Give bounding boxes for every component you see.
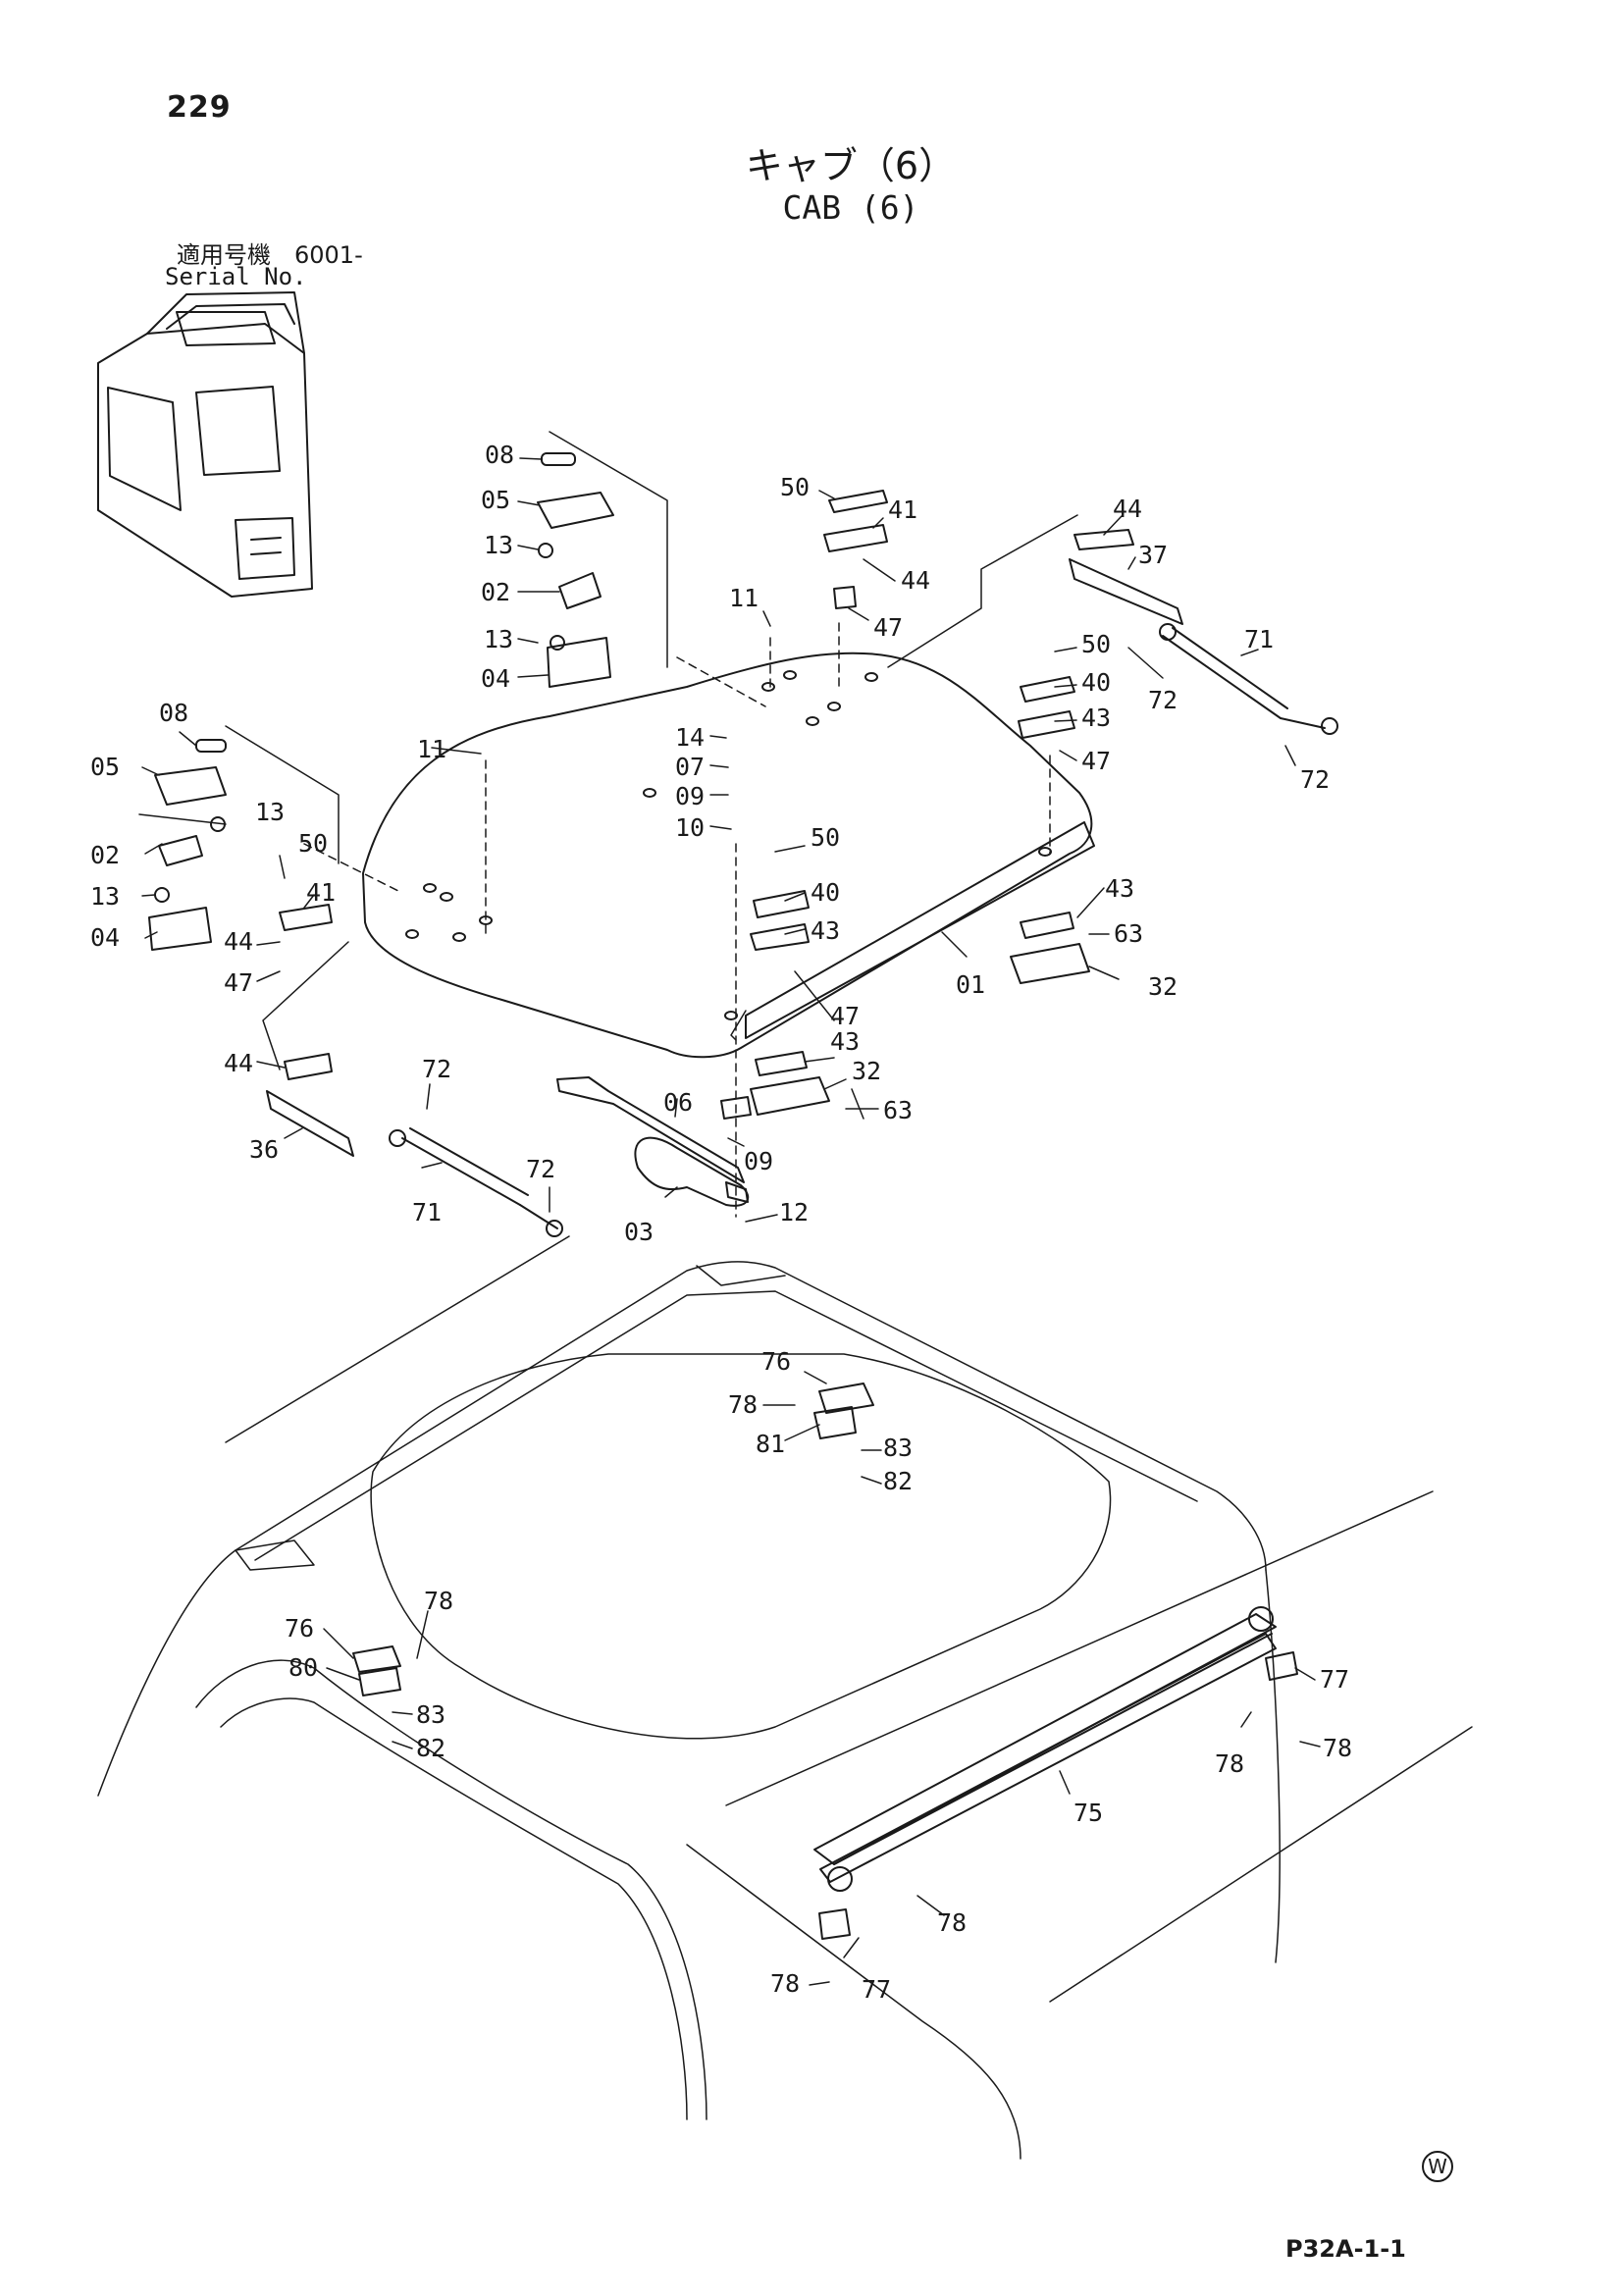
callout-78-right-a: 78 (1215, 1749, 1244, 1778)
callout-43-right-b: 43 (1105, 874, 1134, 903)
callout-05-upper: 05 (481, 486, 510, 514)
roof-hatch-plate (362, 652, 1095, 1059)
callout-44-lower-left: 44 (224, 1049, 253, 1077)
gas-struts (389, 623, 1338, 1237)
callout-40-right: 40 (1081, 668, 1111, 697)
callout-06: 06 (663, 1088, 693, 1117)
callout-36: 36 (249, 1135, 279, 1164)
callout-04-left: 04 (90, 923, 120, 952)
callout-82-center: 82 (883, 1467, 913, 1495)
callout-40-center: 40 (811, 878, 840, 907)
title-english: CAB (6) (782, 188, 919, 227)
assembly-centerlines (303, 622, 1051, 1218)
callout-12: 12 (779, 1198, 809, 1226)
callout-44-left: 44 (224, 927, 253, 956)
latch-assembly-upper (537, 452, 614, 688)
callout-63-right: 63 (1114, 919, 1143, 948)
title-japanese: キャブ（6） (745, 144, 957, 187)
callout-02-upper: 02 (481, 578, 510, 606)
callout-50-center: 50 (811, 823, 840, 852)
callout-11-upper: 11 (729, 584, 759, 612)
watermark-symbol: W (1422, 2151, 1453, 2182)
callout-78-center: 78 (728, 1390, 758, 1419)
callout-81: 81 (756, 1430, 785, 1458)
callout-83-center: 83 (883, 1434, 913, 1462)
callout-labels: 08 05 13 02 13 04 50 41 44 47 11 44 37 5… (90, 441, 1352, 2004)
callout-75: 75 (1073, 1799, 1103, 1827)
callout-50-left: 50 (298, 829, 328, 858)
callout-02-left: 02 (90, 841, 120, 869)
callout-72-right-b: 72 (1300, 765, 1330, 794)
callout-04-upper: 04 (481, 664, 510, 693)
stay-brackets (266, 490, 1183, 1157)
callout-37: 37 (1138, 541, 1168, 569)
page-number: 229 (167, 90, 232, 125)
callout-13-upper: 13 (484, 531, 513, 559)
callout-43-center: 43 (811, 916, 840, 945)
callout-77-upper: 77 (1320, 1665, 1349, 1694)
callout-50-right: 50 (1081, 630, 1111, 658)
callout-13-left: 13 (255, 798, 285, 826)
callout-05-left: 05 (90, 753, 120, 781)
callout-77-lower: 77 (862, 1975, 891, 2004)
callout-72-right-a: 72 (1148, 686, 1178, 714)
callout-47-upper: 47 (873, 613, 903, 642)
callout-78-left: 78 (424, 1587, 453, 1615)
callout-47-right: 47 (1081, 747, 1111, 775)
cab-thumbnail (97, 291, 313, 598)
callout-50-upper: 50 (780, 473, 810, 501)
callout-47-left: 47 (224, 968, 253, 997)
callout-13-upper-b: 13 (484, 625, 513, 653)
callout-32-center: 32 (852, 1057, 881, 1085)
callout-83-left: 83 (416, 1700, 445, 1729)
callout-09-upper: 09 (675, 782, 705, 810)
callout-14: 14 (675, 723, 705, 752)
callout-78-lower-a: 78 (937, 1908, 967, 1937)
callout-71-right: 71 (1244, 625, 1274, 653)
callout-32-right: 32 (1148, 972, 1178, 1001)
cab-roof-body (97, 1235, 1473, 2160)
callout-47-center: 47 (830, 1002, 860, 1030)
callout-13-left-b: 13 (90, 882, 120, 911)
callout-78-lower-b: 78 (770, 1969, 800, 1998)
leader-lines (138, 457, 1321, 1986)
callout-08-upper: 08 (485, 441, 514, 469)
callout-41-left: 41 (306, 878, 336, 907)
callout-11-left: 11 (417, 735, 446, 763)
callout-07: 07 (675, 753, 705, 781)
callout-09-lower: 09 (744, 1147, 773, 1175)
callout-63-center: 63 (883, 1096, 913, 1124)
serial-number-label: Serial No. (165, 263, 307, 290)
shade-hooks (352, 1383, 1298, 1940)
callout-72-left-a: 72 (422, 1055, 451, 1083)
callout-44-upper: 44 (901, 566, 930, 595)
figure-code: P32A-1-1 (1285, 2235, 1406, 2263)
callout-72-left-b: 72 (526, 1155, 555, 1183)
callout-82-left: 82 (416, 1734, 445, 1762)
callout-08-left: 08 (159, 699, 188, 727)
callout-43-center-b: 43 (830, 1027, 860, 1056)
serial-applicability-japanese: 適用号機 6001- (177, 241, 363, 269)
callout-80: 80 (288, 1653, 318, 1682)
callout-78-right-b: 78 (1323, 1734, 1352, 1762)
callout-71-left: 71 (412, 1198, 442, 1226)
callout-03: 03 (624, 1218, 654, 1246)
callout-01: 01 (956, 970, 985, 999)
callout-43-right: 43 (1081, 704, 1111, 732)
grab-handle-and-bracket (556, 1076, 750, 1207)
group-frames (225, 431, 1078, 1120)
callout-76-center: 76 (761, 1347, 791, 1376)
callout-41-upper: 41 (888, 496, 917, 524)
roof-shade-roller (813, 1606, 1277, 1892)
callout-10: 10 (675, 813, 705, 842)
callout-44-right: 44 (1113, 495, 1142, 523)
callout-76-left: 76 (285, 1614, 314, 1643)
